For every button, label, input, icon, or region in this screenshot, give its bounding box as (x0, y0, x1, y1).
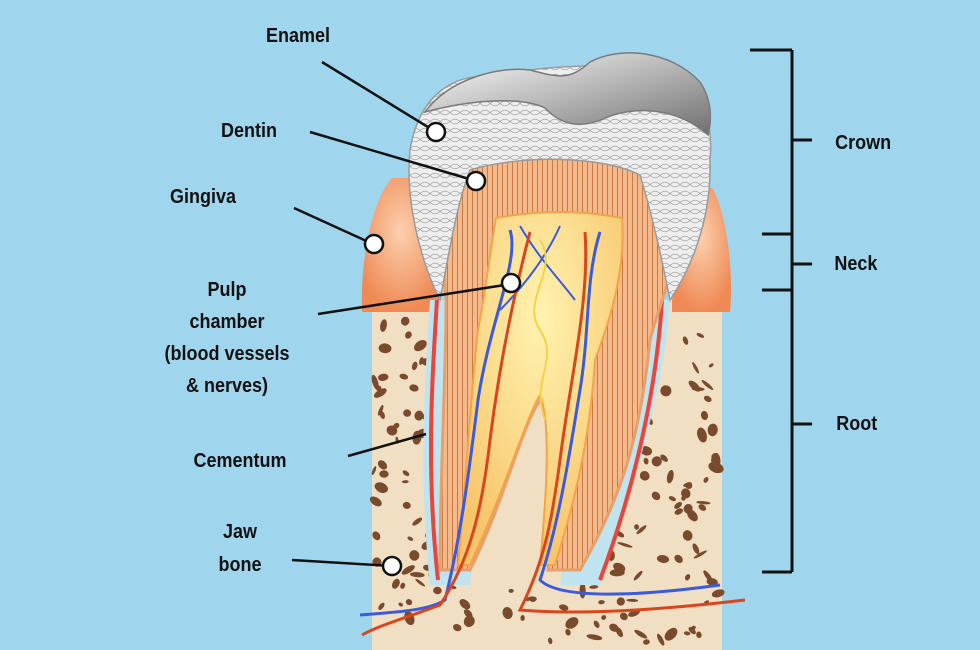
label-crown: Crown (835, 128, 891, 158)
label-dentin: Dentin (168, 116, 330, 146)
label-cementum: Cementum (159, 446, 321, 476)
bone-pore (579, 583, 585, 598)
label-root: Root (836, 409, 877, 439)
dentin-marker (467, 172, 485, 190)
label-pulp-3: (blood vessels (146, 339, 308, 369)
pulp-marker (502, 274, 520, 292)
label-pulp-4: & nerves) (146, 371, 308, 401)
enamel-marker (427, 123, 445, 141)
label-jaw-1: Jaw (159, 517, 321, 547)
jaw-bone-marker (383, 557, 401, 575)
label-neck: Neck (834, 249, 877, 279)
label-pulp-1: Pulp (146, 275, 308, 305)
label-pulp-2: chamber (146, 307, 308, 337)
label-enamel: Enamel (217, 21, 379, 51)
gingiva-marker (365, 235, 383, 253)
label-jaw-2: bone (159, 550, 321, 580)
region-bracket (750, 50, 812, 572)
label-gingiva: Gingiva (122, 182, 284, 212)
